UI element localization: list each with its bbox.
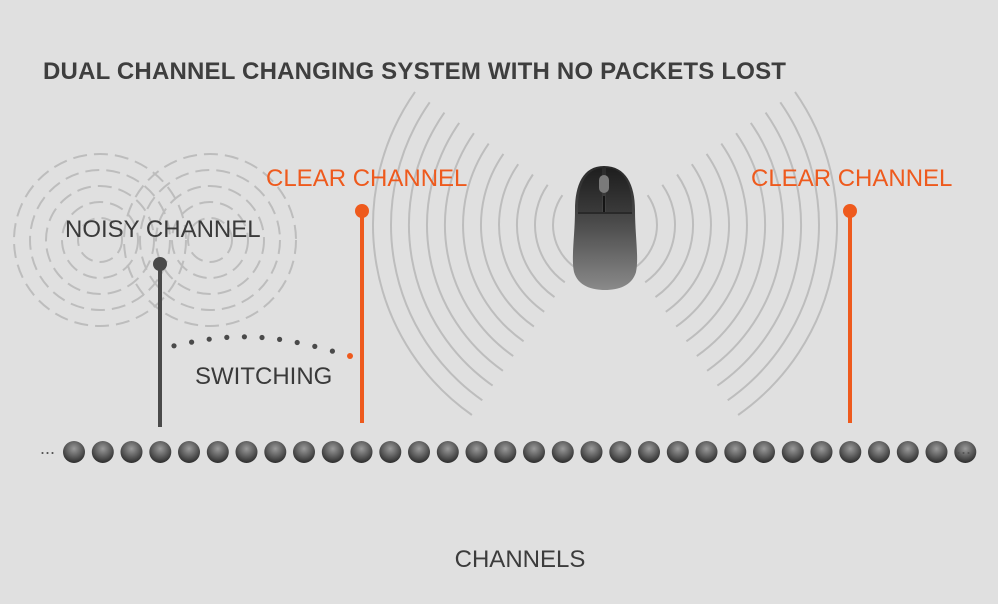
channel-dot bbox=[666, 441, 689, 463]
signal-arc bbox=[552, 194, 576, 269]
channel-dot bbox=[91, 441, 114, 463]
signal-arc bbox=[727, 101, 820, 402]
switching-dot bbox=[347, 353, 353, 359]
page-title: DUAL CHANNEL CHANGING SYSTEM WITH NO PAC… bbox=[43, 58, 787, 85]
channel-dot bbox=[63, 441, 85, 463]
switching-dot bbox=[171, 343, 177, 349]
channel-dot bbox=[178, 441, 200, 463]
axis-label: CHANNELS bbox=[454, 546, 586, 573]
channel-dot bbox=[436, 441, 459, 463]
signal-arc bbox=[372, 91, 473, 416]
clear-channel-label-left: CLEAR CHANNEL bbox=[266, 165, 468, 192]
channel-dot bbox=[206, 441, 229, 463]
switching-dot bbox=[259, 334, 265, 341]
mouse-icon bbox=[572, 166, 638, 290]
channel-dot bbox=[839, 441, 862, 463]
interference-waves bbox=[13, 153, 297, 327]
signal-arc bbox=[644, 184, 676, 284]
channel-dot bbox=[954, 441, 977, 463]
interference-ring bbox=[123, 153, 297, 327]
channel-dot bbox=[264, 441, 287, 463]
channel-dot bbox=[465, 441, 488, 463]
switching-dot bbox=[224, 334, 230, 340]
channel-dot bbox=[350, 441, 373, 463]
signal-arc bbox=[706, 122, 784, 372]
interference-ring bbox=[77, 217, 123, 263]
noisy-channel-label: NOISY CHANNEL bbox=[65, 216, 261, 243]
channel-dot bbox=[638, 441, 660, 463]
switching-dot bbox=[277, 336, 283, 342]
switching-label: SWITCHING bbox=[195, 363, 333, 390]
ellipsis-right: ... bbox=[956, 438, 972, 458]
signal-arc bbox=[515, 173, 556, 298]
interference-ring bbox=[187, 217, 233, 263]
signal-arc bbox=[534, 184, 566, 284]
channel-dot bbox=[896, 441, 919, 463]
interference-ring bbox=[29, 169, 171, 311]
switching-dot bbox=[189, 339, 195, 345]
channel-dot bbox=[810, 441, 833, 463]
signal-arc bbox=[665, 163, 712, 313]
channel-dot bbox=[868, 441, 890, 463]
interference-ring bbox=[139, 169, 281, 311]
channel-dot bbox=[523, 441, 545, 463]
mouse-signal-waves bbox=[372, 91, 838, 416]
channel-dot bbox=[551, 441, 574, 463]
ellipsis-left: ... bbox=[40, 438, 56, 458]
interference-ring bbox=[171, 201, 249, 279]
switching-dot bbox=[241, 334, 247, 340]
channel-dot bbox=[580, 441, 603, 463]
signal-arc bbox=[675, 153, 731, 328]
switching-dot bbox=[294, 339, 300, 346]
signal-arc bbox=[498, 163, 545, 313]
channel-dots bbox=[63, 441, 977, 463]
channel-dot bbox=[609, 441, 632, 463]
signal-arc bbox=[634, 194, 658, 269]
signal-arc bbox=[408, 112, 494, 387]
switching-dot bbox=[312, 343, 318, 349]
clear-channel-pin-right bbox=[843, 204, 857, 423]
channel-dot bbox=[494, 441, 517, 463]
channel-dot bbox=[753, 441, 775, 463]
signal-arc bbox=[737, 91, 838, 416]
clear-channel-pin-left bbox=[355, 204, 369, 423]
signal-arc bbox=[443, 132, 514, 357]
switching-arc bbox=[171, 334, 353, 359]
channel-dot bbox=[408, 441, 430, 463]
channel-dot bbox=[781, 441, 804, 463]
channel-dot bbox=[321, 441, 344, 463]
interference-ring bbox=[45, 185, 155, 295]
switching-dot bbox=[206, 336, 212, 342]
signal-arc bbox=[390, 101, 483, 402]
switching-dot bbox=[329, 348, 335, 354]
clear-channel-label-right: CLEAR CHANNEL bbox=[751, 165, 953, 192]
channel-dot bbox=[695, 441, 718, 463]
interference-ring bbox=[13, 153, 187, 327]
interference-ring bbox=[155, 185, 265, 295]
signal-arc bbox=[685, 143, 748, 343]
channel-dot bbox=[149, 441, 172, 463]
signal-arc bbox=[716, 112, 802, 387]
signal-arc bbox=[654, 173, 695, 298]
signal-arc bbox=[426, 122, 504, 372]
channel-dot bbox=[379, 441, 402, 463]
channel-dot bbox=[724, 441, 747, 463]
signal-arc bbox=[696, 132, 767, 357]
channel-dot bbox=[293, 441, 315, 463]
signal-arc bbox=[462, 143, 525, 343]
channel-dot bbox=[235, 441, 258, 463]
signal-arc bbox=[479, 153, 535, 328]
noisy-channel-pin bbox=[153, 257, 167, 427]
interference-ring bbox=[61, 201, 139, 279]
channel-dot bbox=[925, 441, 948, 463]
channel-dot bbox=[120, 441, 143, 463]
